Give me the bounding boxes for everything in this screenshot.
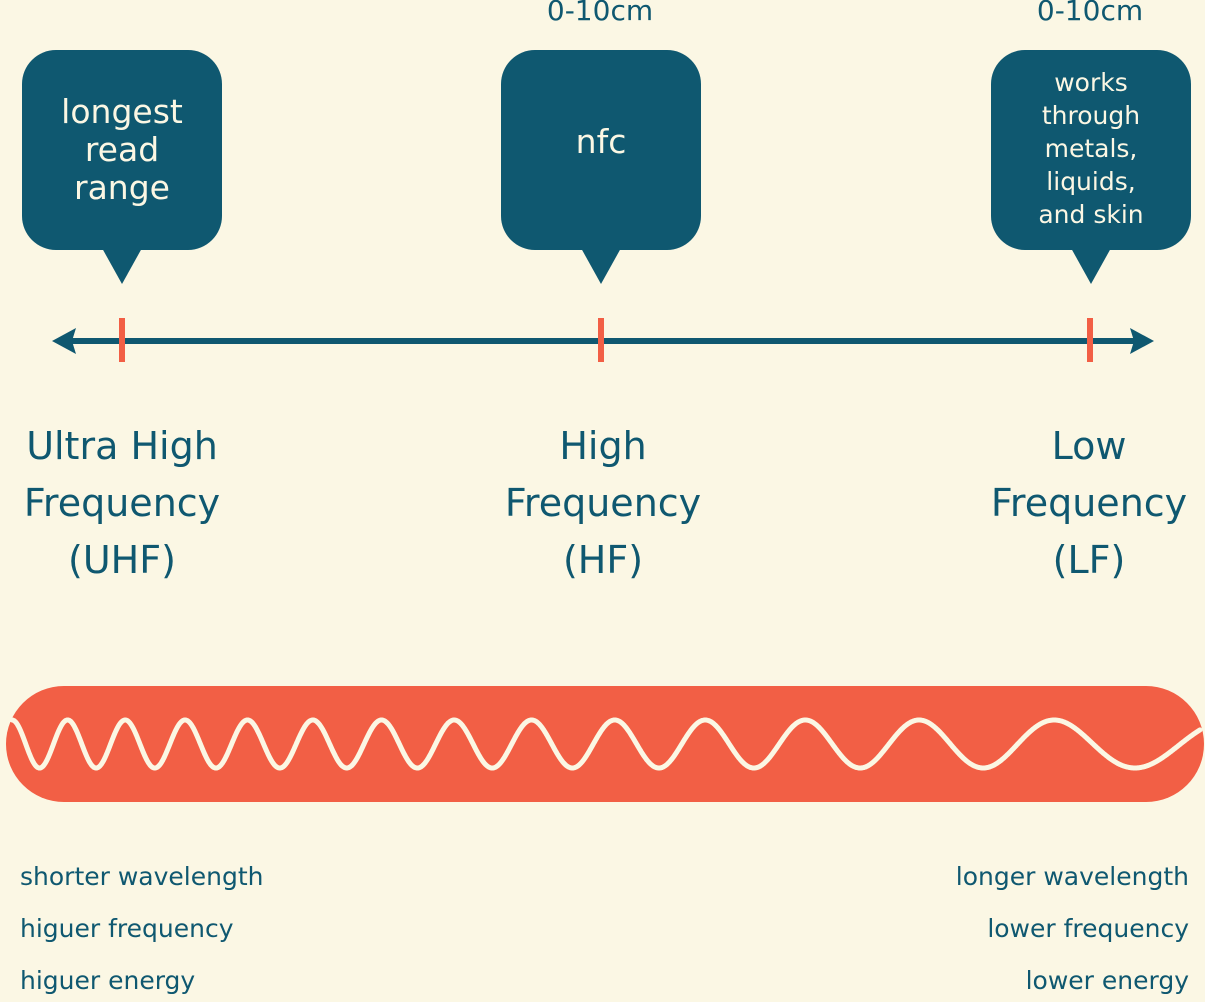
note-higher-frequency: higuer frequency (20, 914, 234, 943)
note-lower-frequency: lower frequency (987, 914, 1189, 943)
uhf-bubble-text: longest read range (61, 92, 183, 207)
note-longer-wavelength: longer wavelength (955, 862, 1189, 891)
wave-line (9, 717, 1203, 771)
wave-band (6, 686, 1204, 802)
uhf-band-name: Ultra High Frequency (UHF) (23, 424, 221, 582)
hf-range-label: 0-10cm (546, 0, 654, 27)
right-arrow-icon (1130, 328, 1154, 354)
left-arrow-icon (52, 328, 76, 354)
lf-band-name: Low Frequency (LF) (990, 424, 1188, 582)
hf-band-name: High Frequency (HF) (504, 424, 702, 582)
hf-bubble: nfc (501, 50, 701, 284)
lf-bubble: works through metals, liquids, and skin (991, 50, 1191, 284)
lf-range-label: 0-10cm (1036, 0, 1144, 27)
note-higher-energy: higuer energy (20, 966, 196, 995)
uhf-bubble: longest read range (22, 50, 222, 284)
note-lower-energy: lower energy (1025, 966, 1189, 995)
lf-bubble-text: works through metals, liquids, and skin (1038, 67, 1144, 229)
hf-bubble-text: nfc (575, 122, 627, 161)
note-shorter-wavelength: shorter wavelength (20, 862, 264, 891)
